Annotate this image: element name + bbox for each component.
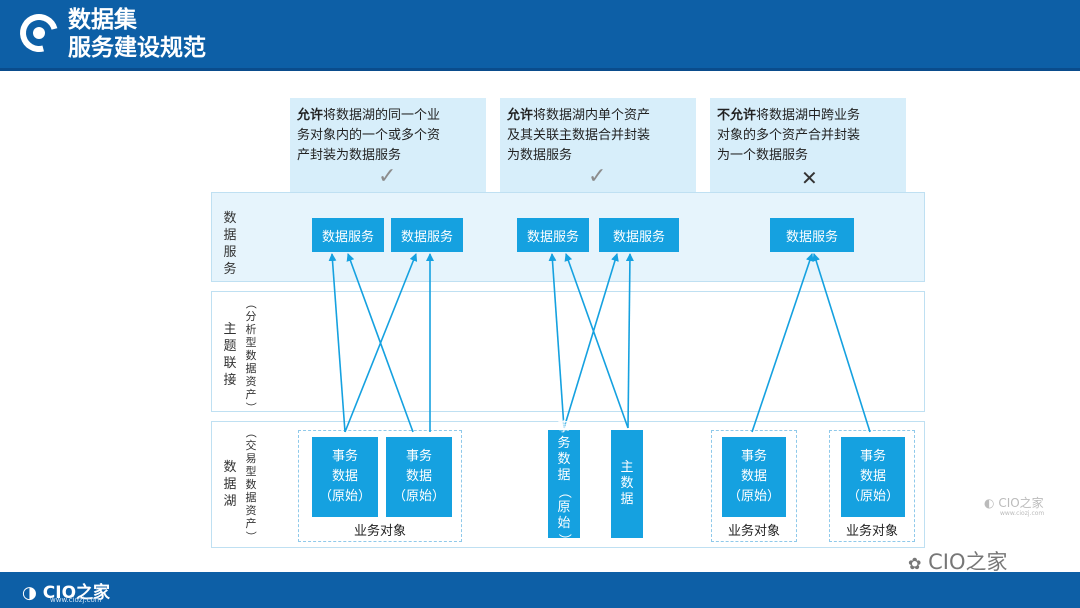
subject-layer-sublabel: （分析型数据资产） xyxy=(244,298,258,413)
v-char: 数 xyxy=(620,476,634,491)
case1-line1: 将数据湖的同一个业 xyxy=(323,108,441,123)
raw-line: 事务 xyxy=(405,449,432,464)
footer-url: www.ciozj.com xyxy=(50,596,102,604)
v-char: 始 xyxy=(557,516,571,531)
footer-brand-text: CIO之家 xyxy=(42,583,111,603)
business-object-label: 业务对象 xyxy=(727,524,780,539)
case3-text: 不允许将数据湖中跨业务 对象的多个资产合并封装 为一个数据服务 xyxy=(717,106,903,166)
footer-logo: ◑ CIO之家 xyxy=(22,578,110,603)
raw-line: 数据 xyxy=(331,469,358,484)
arrow-line xyxy=(625,253,634,429)
raw-transaction-data-box: 事务 数据 （原始） xyxy=(312,437,378,517)
v-char: 务 xyxy=(557,436,571,451)
case1-bold: 允许 xyxy=(297,108,324,123)
lake-layer-label: 数据湖 xyxy=(223,460,237,509)
arrow-line xyxy=(344,253,418,433)
arrow-line xyxy=(328,253,346,433)
raw-transaction-data-box: 事务 数据 （原始） xyxy=(841,437,905,517)
service-layer-label: 数据服务 xyxy=(223,211,237,277)
raw-line: 数据 xyxy=(405,469,432,484)
v-char: 数 xyxy=(557,452,571,467)
v-char: ） xyxy=(556,533,572,547)
case1-panel xyxy=(290,98,486,192)
cio-logo-dot xyxy=(33,27,45,39)
master-data-vertical-box: 主 数 据 xyxy=(611,430,643,538)
raw-transaction-data-box: 事务 数据 （原始） xyxy=(386,437,452,517)
raw-line: 事务 xyxy=(859,449,886,464)
wechat-watermark-text: CIO之家 xyxy=(928,550,1008,574)
case2-line2: 及其关联主数据合并封装 xyxy=(507,128,651,143)
v-char: 主 xyxy=(620,460,634,475)
case3-bold: 不允许 xyxy=(717,108,757,123)
case1-line3: 产封装为数据服务 xyxy=(297,148,402,163)
title-line-2: 服务建设规范 xyxy=(68,35,206,61)
case2-line3: 为数据服务 xyxy=(507,148,573,163)
raw-line: （原始） xyxy=(392,489,445,504)
arrow-line xyxy=(812,253,871,433)
business-object-group xyxy=(711,430,797,542)
check-icon: ✓ xyxy=(588,164,607,189)
raw-line: （原始） xyxy=(727,489,780,504)
watermark-brand: ◐ CIO之家 xyxy=(984,494,1044,511)
raw-transaction-data-box: 事务 数据 （原始） xyxy=(722,437,786,517)
arrow-line xyxy=(548,253,565,429)
v-char: 事 xyxy=(557,420,571,435)
wechat-watermark: ✿ CIO之家 xyxy=(908,546,1007,576)
title-line-1: 数据集 xyxy=(68,7,137,33)
arrow-line xyxy=(751,253,814,433)
raw-line: 数据 xyxy=(859,469,886,484)
raw-line: 事务 xyxy=(331,449,358,464)
raw-transaction-data-vertical-box: 事 务 数 据 （ 原 始 ） xyxy=(548,420,580,547)
v-char: 原 xyxy=(557,500,571,515)
case1-text: 允许将数据湖的同一个业 务对象内的一个或多个资 产封装为数据服务 xyxy=(297,106,483,166)
raw-line: （原始） xyxy=(846,489,899,504)
wechat-icon: ✿ xyxy=(908,554,922,573)
business-object-label: 业务对象 xyxy=(353,524,406,539)
case1-line2: 务对象内的一个或多个资 xyxy=(297,128,441,143)
footer-logo-icon: ◑ xyxy=(22,583,37,603)
business-object-group xyxy=(298,430,462,542)
watermark-brand-text: CIO之家 xyxy=(998,496,1044,510)
lake-layer-sublabel: （交易型数据资产） xyxy=(244,427,258,542)
case3-panel xyxy=(710,98,906,192)
check-icon: ✓ xyxy=(378,164,397,189)
v-char: 据 xyxy=(557,468,571,483)
arrow-line xyxy=(563,253,619,429)
page-title: 数据集 服务建设规范 xyxy=(68,6,206,62)
watermark-url: www.ciozj.com xyxy=(1000,510,1045,517)
footer-bar: ◑ CIO之家 www.ciozj.com xyxy=(0,572,1080,608)
arrow-line xyxy=(564,253,629,429)
case3-line3: 为一个数据服务 xyxy=(717,148,809,163)
data-service-box: 数据服务 xyxy=(312,218,384,252)
case2-bold: 允许 xyxy=(507,108,534,123)
raw-line: 事务 xyxy=(740,449,767,464)
case2-line1: 将数据湖内单个资产 xyxy=(533,108,651,123)
v-char: 据 xyxy=(620,492,634,507)
case2-text: 允许将数据湖内单个资产 及其关联主数据合并封装 为数据服务 xyxy=(507,106,693,166)
data-service-box: 数据服务 xyxy=(517,218,589,252)
business-object-group xyxy=(829,430,915,542)
business-object-label: 业务对象 xyxy=(845,524,898,539)
data-service-box: 数据服务 xyxy=(391,218,463,252)
v-char: （ xyxy=(556,485,572,499)
case2-panel xyxy=(500,98,696,192)
raw-line: 数据 xyxy=(740,469,767,484)
data-service-box: 数据服务 xyxy=(599,218,679,252)
case3-line2: 对象的多个资产合并封装 xyxy=(717,128,861,143)
watermark-logo-icon: ◐ xyxy=(984,496,995,510)
data-service-box: 数据服务 xyxy=(770,218,854,252)
header-bar: 数据集 服务建设规范 xyxy=(0,0,1080,71)
subject-layer-label: 主题联接 xyxy=(223,322,237,388)
raw-line: （原始） xyxy=(318,489,371,504)
subject-layer-band xyxy=(211,291,925,412)
cross-icon: ✕ xyxy=(801,166,818,190)
case3-line1: 将数据湖中跨业务 xyxy=(756,108,861,123)
